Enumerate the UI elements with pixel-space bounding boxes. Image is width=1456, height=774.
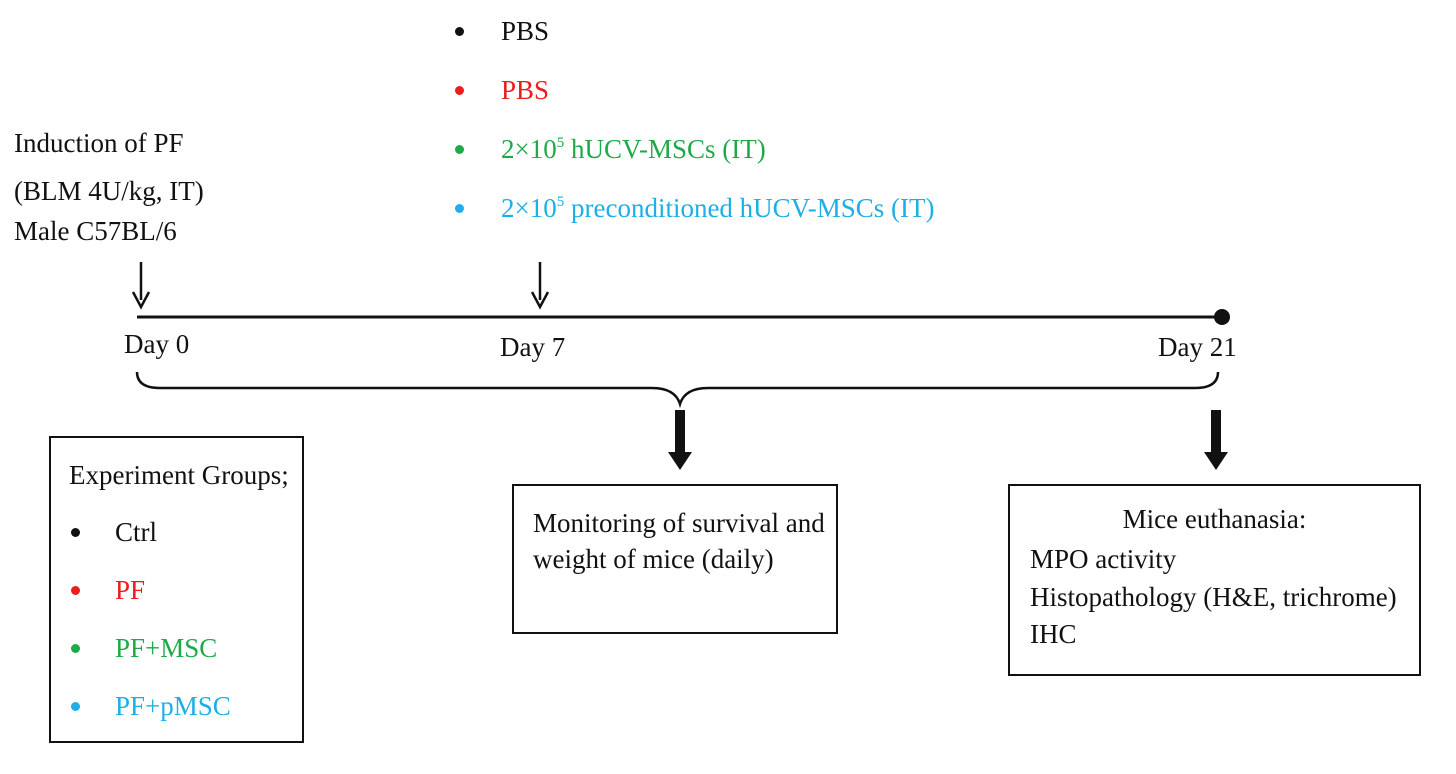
timeline-end-dot [1214,309,1230,325]
group-label: Ctrl [115,517,158,547]
day21-label: Day 21 [1158,332,1237,362]
euthanasia-arrow [1204,410,1228,470]
induction-line-2: (BLM 4U/kg, IT) [14,176,204,206]
groups-title: Experiment Groups; [69,460,289,490]
bullet-icon [455,204,464,213]
day7-label: Day 7 [500,332,566,362]
day7-arrow [530,262,550,310]
bullet-icon [455,27,464,36]
timeline-brace [135,371,1220,409]
monitoring-arrow [668,410,692,470]
treatment-label: PBS [501,16,550,46]
day0-label: Day 0 [124,329,190,359]
euthanasia-box: Mice euthanasia: MPO activity Histopatho… [1008,484,1421,676]
bullet-icon [71,586,80,595]
monitoring-line-2: weight of mice (daily) [533,544,774,574]
experiment-groups-box: Experiment Groups; Ctrl PF PF+MSC PF+pMS… [49,436,304,743]
day0-arrow [131,262,151,310]
euthanasia-title: Mice euthanasia: [1122,504,1307,534]
euthanasia-line-2: Histopathology (H&E, trichrome) [1030,582,1397,612]
monitoring-box: Monitoring of survival and weight of mic… [512,484,838,634]
euthanasia-line-1: MPO activity [1030,544,1177,574]
treatment-label: 2×105 hUCV-MSCs (IT) [501,134,766,164]
group-label: PF+MSC [115,633,218,663]
bullet-icon [71,528,80,537]
bullet-icon [455,145,464,154]
monitoring-line-1: Monitoring of survival and [533,508,825,538]
induction-line-1: Induction of PF [14,128,184,158]
euthanasia-line-3: IHC [1030,619,1077,649]
group-label: PF [115,575,146,605]
treatment-label: 2×105 preconditioned hUCV-MSCs (IT) [501,193,935,223]
bullet-icon [71,644,80,653]
bullet-icon [71,702,80,711]
treatment-label: PBS [501,75,550,105]
induction-line-3: Male C57BL/6 [14,216,177,246]
bullet-icon [455,86,464,95]
group-label: PF+pMSC [115,691,231,721]
